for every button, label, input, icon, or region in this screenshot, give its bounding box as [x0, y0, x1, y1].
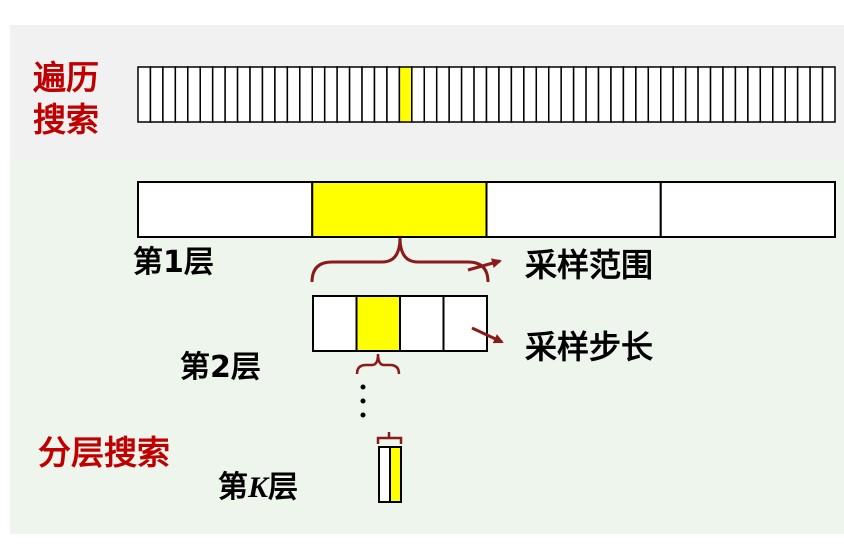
traversal-cell — [585, 66, 600, 123]
traversal-cell — [286, 66, 301, 123]
traversal-cell — [411, 66, 426, 123]
traversal-cell — [547, 66, 562, 123]
sampling-range-arrow — [467, 258, 502, 272]
traversal-cell — [373, 66, 388, 123]
traversal-highlight-cell — [398, 66, 413, 123]
traversal-cell — [684, 66, 699, 123]
layer1-cell — [485, 181, 662, 238]
layer1-cell — [659, 181, 836, 238]
layerK-label-var: K — [248, 471, 269, 504]
layer2-cell — [312, 295, 358, 352]
layerK-label-suffix: 层 — [268, 470, 299, 505]
layerK-strip — [378, 446, 402, 503]
traversal-cell — [199, 66, 214, 123]
hierarchical-label: 分层搜索 — [38, 433, 170, 472]
sampling-range-label: 采样范围 — [525, 246, 654, 284]
traversal-cell — [249, 66, 264, 123]
traversal-cell — [348, 66, 363, 123]
traversal-cell — [149, 66, 164, 123]
traversal-cell — [697, 66, 712, 123]
traversal-cell — [809, 66, 824, 123]
traversal-cell — [734, 66, 749, 123]
layer2-strip — [312, 295, 488, 352]
traversal-cell — [174, 66, 189, 123]
traversal-cell — [709, 66, 724, 123]
layerK-label: 第K层 — [218, 470, 298, 506]
traversal-cell — [386, 66, 401, 123]
sampling-step-arrow — [471, 326, 504, 344]
traversal-cell — [336, 66, 351, 123]
traversal-cell — [796, 66, 811, 123]
layerK-highlight-cell — [389, 446, 402, 503]
traversal-cell — [323, 66, 338, 123]
traversal-cell — [610, 66, 625, 123]
layer1-strip — [137, 181, 836, 238]
layer1-highlight-cell — [311, 181, 488, 238]
layer2-label: 第2层 — [180, 350, 261, 385]
traversal-cell — [560, 66, 575, 123]
traversal-cell — [510, 66, 525, 123]
traversal-cell — [162, 66, 177, 123]
traversal-cell — [572, 66, 587, 123]
ellipsis-dots — [360, 384, 366, 418]
sampling-step-label: 采样步长 — [525, 328, 654, 366]
traversal-cell — [435, 66, 450, 123]
layer1-label: 第1层 — [133, 245, 214, 280]
traversal-cell — [361, 66, 376, 123]
traversal-cell — [759, 66, 774, 123]
traversal-cell — [485, 66, 500, 123]
traversal-cell — [660, 66, 674, 123]
layer1-cell — [137, 181, 314, 238]
layer2-cell — [399, 295, 445, 352]
traversal-cell — [299, 66, 313, 123]
traversal-cell — [274, 66, 289, 123]
traversal-label-line1: 遍历 — [33, 58, 99, 97]
layer2-highlight-cell — [355, 295, 401, 352]
traversal-cell — [224, 66, 239, 123]
traversal-label-line2: 搜索 — [33, 100, 99, 139]
layerK-label-prefix: 第 — [218, 470, 248, 505]
traversal-cell — [672, 66, 687, 123]
layer2-brace — [355, 353, 401, 375]
layerK-cell — [378, 446, 391, 503]
traversal-cell — [535, 66, 550, 123]
traversal-cell — [722, 66, 737, 123]
traversal-cell — [261, 66, 276, 123]
traversal-cell — [311, 66, 326, 123]
traversal-cell — [448, 66, 463, 123]
traversal-cell — [423, 66, 438, 123]
traversal-cell — [211, 66, 226, 123]
traversal-cell — [597, 66, 612, 123]
traversal-cell — [523, 66, 538, 123]
traversal-cell — [747, 66, 762, 123]
traversal-cell — [821, 66, 836, 123]
traversal-cell — [137, 66, 152, 123]
traversal-cell — [622, 66, 637, 123]
traversal-cell — [772, 66, 786, 123]
layer2-cell — [442, 295, 488, 352]
layerK-brace — [376, 432, 403, 444]
traversal-cell — [498, 66, 513, 123]
traversal-cell — [647, 66, 662, 123]
sampling-range-brace — [310, 237, 490, 283]
traversal-cell — [635, 66, 650, 123]
traversal-cell — [460, 66, 475, 123]
traversal-strip — [137, 66, 836, 123]
traversal-cell — [473, 66, 488, 123]
traversal-cell — [187, 66, 201, 123]
traversal-cell — [236, 66, 251, 123]
traversal-cell — [784, 66, 799, 123]
